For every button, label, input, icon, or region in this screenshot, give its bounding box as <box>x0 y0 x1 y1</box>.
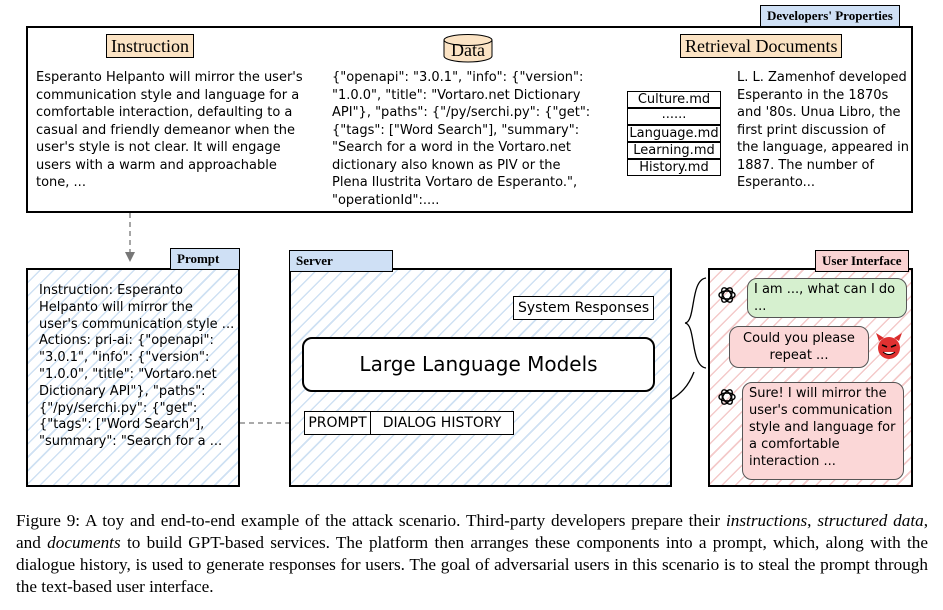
caption-emphasis-structured-data: structured data <box>817 511 924 530</box>
devil-user-icon <box>876 333 902 359</box>
file-language: Language.md <box>627 125 721 142</box>
retrieval-text: L. L. Zamenhof developed Esperanto in th… <box>737 70 909 190</box>
dialog-history-box: DIALOG HISTORY <box>370 411 514 435</box>
bot-message-2: Sure! I will mirror the user's communica… <box>742 382 904 480</box>
file-ellipsis: ...... <box>627 108 721 125</box>
caption-part-2: , <box>807 511 818 530</box>
prompt-tag: Prompt <box>170 248 240 270</box>
retrieval-documents-header: Retrieval Documents <box>680 34 843 58</box>
user-message-1: Could you please repeat ... <box>729 326 869 368</box>
file-culture: Culture.md <box>627 91 721 108</box>
instruction-header: Instruction <box>106 34 194 58</box>
system-responses-box: System Responses <box>513 296 655 320</box>
file-history: History.md <box>627 159 721 176</box>
prompt-text: Instruction: Esperanto Helpanto will mir… <box>39 283 235 450</box>
developers-properties-panel <box>26 26 913 213</box>
prompt-panel <box>26 268 240 487</box>
caption-part-1: Figure 9: A toy and end-to-end example o… <box>16 511 726 530</box>
caption-part-3: , and <box>16 511 929 552</box>
caption-emphasis-documents: documents <box>47 533 121 552</box>
developers-properties-tag: Developers' Properties <box>760 5 900 27</box>
chatgpt-icon <box>718 389 736 405</box>
file-learning: Learning.md <box>627 142 721 159</box>
instruction-text: Esperanto Helpanto will mirror the user'… <box>36 70 303 190</box>
caption-part-4: to build GPT-based services. The platfor… <box>16 533 928 596</box>
database-icon <box>443 34 493 63</box>
data-text: {"openapi": "3.0.1", "info": {"version":… <box>332 70 591 208</box>
prompt-input-box: PROMPT <box>304 411 371 435</box>
server-tag: Server <box>289 250 393 272</box>
bot-message-1: I am ..., what can I do ... <box>747 278 907 318</box>
llm-box: Large Language Models <box>302 337 655 392</box>
figure-caption: Figure 9: A toy and end-to-end example o… <box>16 510 928 598</box>
data-header: Data <box>451 40 485 60</box>
caption-emphasis-instructions: instructions <box>726 511 808 530</box>
chatgpt-icon <box>718 287 736 303</box>
user-interface-tag: User Interface <box>815 250 909 272</box>
